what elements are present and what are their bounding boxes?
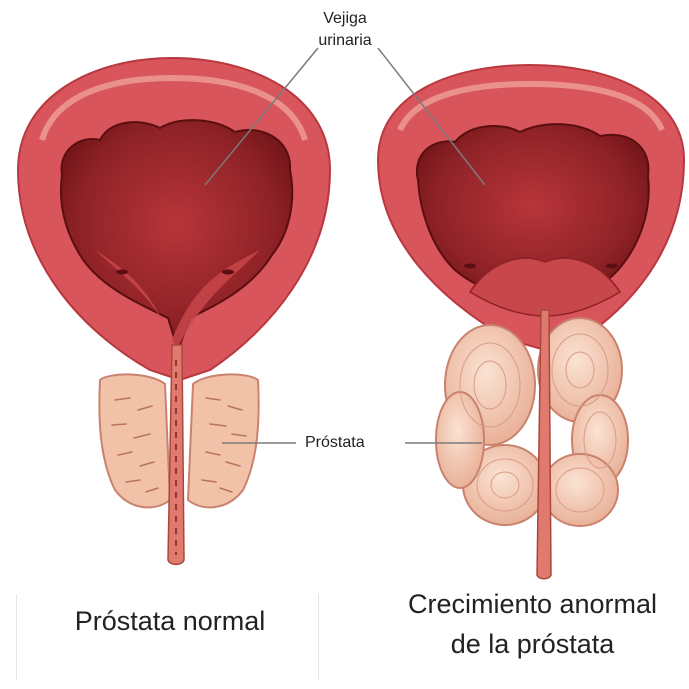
bladder-label-line2: urinaria: [290, 30, 400, 52]
normal-prostate-illustration: [18, 58, 330, 565]
normal-ureter-opening-right: [222, 270, 234, 275]
caption-enlarged-line1: Crecimiento anormal: [380, 584, 685, 624]
normal-prostate-lobe-right: [188, 374, 259, 507]
normal-prostate-lobe-left: [99, 374, 170, 507]
caption-divider-left: [16, 594, 17, 680]
enlarged-lobe-lower-right: [542, 454, 618, 526]
caption-normal: Próstata normal: [20, 604, 320, 638]
prostate-label: Próstata: [305, 433, 365, 453]
enlarged-urethra: [537, 310, 551, 579]
bladder-label: Vejiga urinaria: [290, 8, 400, 52]
enlarged-ureter-opening-left: [464, 264, 476, 269]
bladder-label-line1: Vejiga: [290, 8, 400, 30]
normal-ureter-opening-left: [116, 270, 128, 275]
enlarged-prostate: [436, 318, 628, 526]
enlarged-ureter-opening-right: [606, 264, 618, 269]
caption-enlarged: Crecimiento anormal de la próstata: [380, 584, 685, 664]
enlarged-lobe-outer-left: [436, 392, 484, 488]
enlarged-prostate-illustration: [378, 65, 684, 579]
caption-enlarged-line2: de la próstata: [380, 624, 685, 664]
